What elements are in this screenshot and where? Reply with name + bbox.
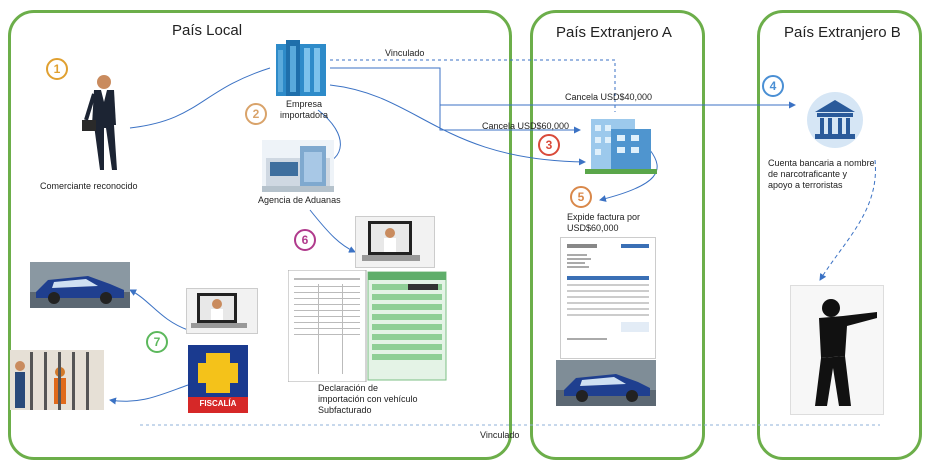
- label-cancela-60: Cancela USD$60,000: [482, 121, 570, 131]
- region-pais-local: [8, 10, 512, 460]
- region-title-local: País Local: [172, 22, 243, 39]
- car-icon: [30, 262, 130, 308]
- fiscalia-logo-text: FISCALÍA: [199, 399, 237, 408]
- office-building-icon: [272, 38, 330, 98]
- step-1-badge: 1: [46, 58, 68, 80]
- customs-agency-building-icon: [262, 140, 334, 192]
- businessman-icon: [72, 70, 130, 175]
- import-declaration-document-icon: [288, 270, 448, 382]
- label-merchant: Comerciante reconocido: [40, 181, 138, 191]
- label-invoice: Expide factura por USD$60,000: [567, 212, 641, 233]
- step-6-badge: 6: [294, 229, 316, 251]
- label-importer: Empresa importadora: [280, 99, 329, 120]
- laptop-official-icon: [355, 216, 435, 268]
- gunman-silhouette-icon: [790, 285, 884, 415]
- car-icon: [556, 360, 656, 406]
- label-declaration: Declaración de importación con vehículo …: [318, 383, 418, 415]
- label-vinculado-top: Vinculado: [385, 48, 425, 58]
- fiscalia-logo: FISCALÍA: [188, 345, 248, 413]
- step-5-badge: 5: [570, 186, 592, 208]
- company-building-icon: [585, 115, 657, 175]
- laptop-official-icon-2: [186, 288, 258, 334]
- label-bank: Cuenta bancaria a nombre de narcotrafica…: [768, 158, 875, 190]
- invoice-document-icon: [560, 237, 656, 359]
- label-vinculado-bottom: Vinculado: [480, 430, 520, 440]
- bank-icon: [802, 90, 868, 150]
- region-pais-extranjero-b: [757, 10, 922, 460]
- region-title-extranjero-b: País Extranjero B: [784, 24, 901, 41]
- step-4-badge: 4: [762, 75, 784, 97]
- step-3-badge: 3: [538, 134, 560, 156]
- step-7-badge: 7: [146, 331, 168, 353]
- label-customs: Agencia de Aduanas: [258, 195, 341, 205]
- step-2-badge: 2: [245, 103, 267, 125]
- region-title-extranjero-a: País Extranjero A: [556, 24, 672, 41]
- prison-icon: [10, 350, 104, 410]
- region-pais-extranjero-a: [530, 10, 705, 460]
- label-cancela-40: Cancela USD$40,000: [565, 92, 653, 102]
